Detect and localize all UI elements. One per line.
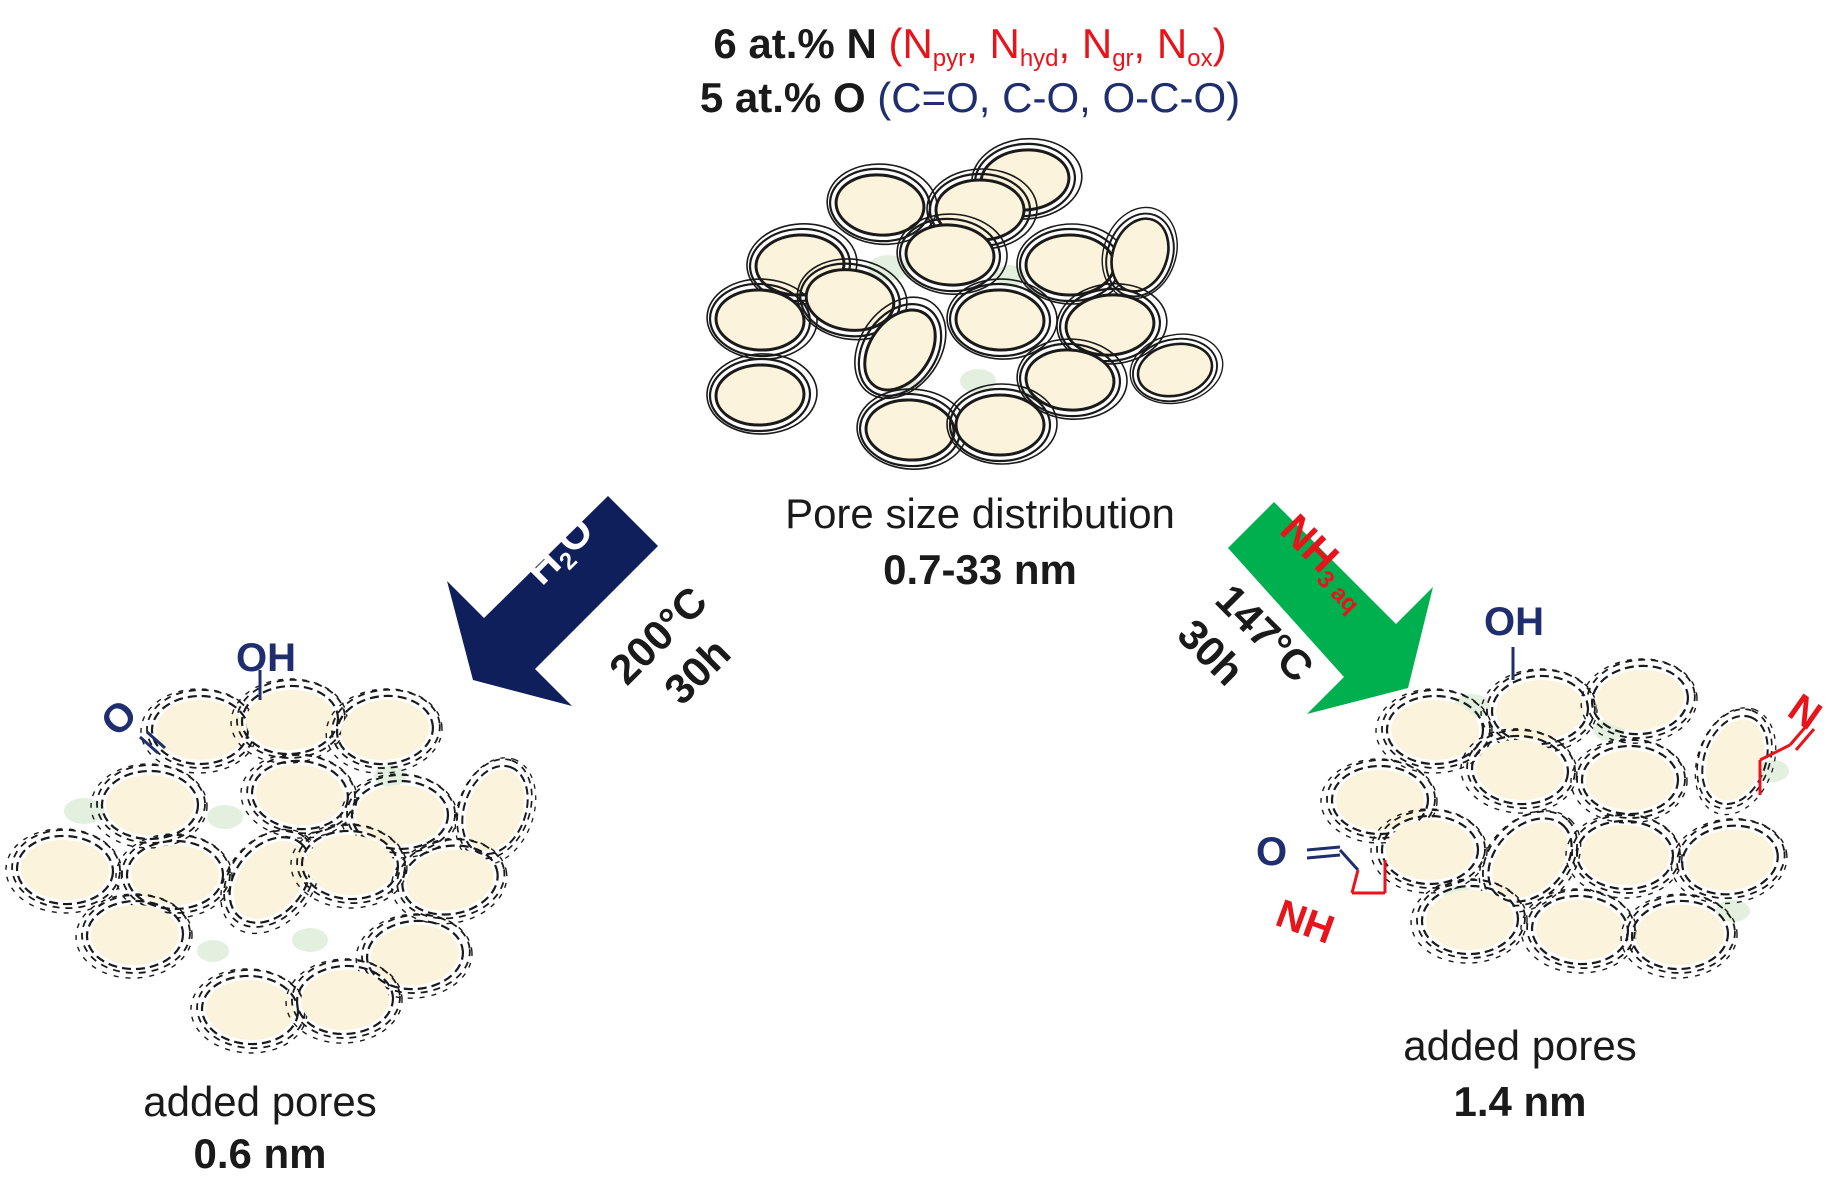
nitrogen-content: 6 at.% N [713,20,877,67]
nh3-treated-carbon-cluster [1306,647,1816,983]
nitrogen-close-paren: ) [1212,20,1227,67]
nitrogen-species-hyd: Nhyd [989,20,1059,72]
right-hydroxyl-group: OH [1484,600,1544,644]
sep: , [1058,20,1082,67]
nitrogen-species-ox: Nox [1156,20,1213,72]
left-pore-caption: added pores [143,1078,377,1125]
sep: , [1133,20,1157,67]
oxygen-composition-line: 5 at.% O (C=O, C-O, O-C-O) [560,74,1380,122]
h2o-treated-carbon-cluster [2,670,551,1058]
oxygen-groups: (C=O, C-O, O-C-O) [877,74,1241,121]
nitrogen-composition-line: 6 at.% N (Npyr, Nhyd, Ngr, Nox) [560,20,1380,73]
pristine-carbon-cluster [703,132,1231,474]
nitrogen-species-gr: Ngr [1081,20,1134,72]
sep: , [966,20,990,67]
left-pore-value: 0.6 nm [193,1130,327,1177]
h2o-treatment-arrow [447,496,658,706]
oxygen-content: 5 at.% O [699,74,866,121]
right-pore-caption: added pores [1403,1022,1637,1069]
left-hydroxyl-group: OH [236,636,296,680]
nitrogen-species-pyr: Npyr [902,20,967,72]
center-pore-caption: Pore size distribution [785,490,1175,537]
nitrogen-open-paren: ( [876,20,903,67]
right-carbonyl-group: O [1256,830,1288,874]
right-pore-value: 1.4 nm [1453,1078,1587,1125]
center-pore-value: 0.7-33 nm [883,546,1077,593]
nh3-treatment-arrow [1228,502,1433,714]
